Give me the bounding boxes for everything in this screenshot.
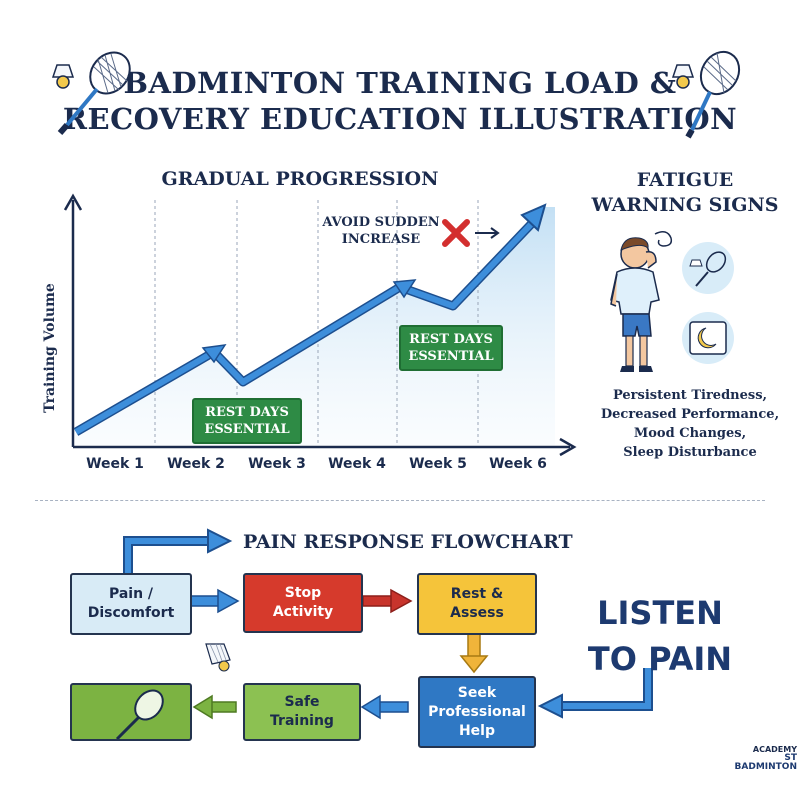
rest-days-note-1: REST DAYS ESSENTIAL <box>192 398 302 444</box>
listen-line: TO PAIN <box>587 640 733 678</box>
rest-note-line: ESSENTIAL <box>204 422 290 437</box>
fatigue-heading: FATIGUE WARNING SIGNS <box>575 168 795 218</box>
avoid-sudden-note: AVOID SUDDEN INCREASE <box>322 214 440 248</box>
rest-note-line: REST DAYS <box>409 332 493 347</box>
listen-to-pain-text: LISTEN TO PAIN <box>560 590 760 682</box>
logo-top-text: ACADEMY <box>752 745 797 754</box>
x-axis-arrow <box>559 437 577 457</box>
week-label: Week 2 <box>167 456 225 472</box>
y-axis-arrow <box>63 193 83 211</box>
safe-training-box: Safe Training <box>243 683 361 741</box>
volume-area <box>75 207 555 445</box>
fatigue-heading-line: WARNING SIGNS <box>591 194 779 216</box>
progression-arrowhead <box>520 203 547 232</box>
avoid-note-line: AVOID SUDDEN <box>322 215 440 230</box>
week-label: Week 4 <box>328 456 386 472</box>
avoid-x-icon <box>442 219 470 247</box>
rest-note-line: ESSENTIAL <box>408 349 494 364</box>
week-label: Week 1 <box>86 456 144 472</box>
box-line: Pain / <box>108 586 154 602</box>
rest-assess-box: Rest & Assess <box>417 573 537 635</box>
week-label: Week 6 <box>489 456 547 472</box>
box-line: Rest & <box>450 586 504 602</box>
racket-badge-icon <box>682 242 734 294</box>
racket-shuttle-left-icon <box>51 51 131 135</box>
fatigue-sign: Decreased Performance, <box>600 407 780 422</box>
stop-activity-box: Stop Activity <box>243 573 363 633</box>
pain-discomfort-box: Pain / Discomfort <box>70 573 192 635</box>
box-line: Stop <box>284 585 322 601</box>
avoid-arrow-icon <box>475 227 500 239</box>
racket-shuttle-right-icon <box>671 50 741 139</box>
racket-icon <box>115 689 164 739</box>
box-line: Discomfort <box>87 605 175 621</box>
progression-heading: GRADUAL PROGRESSION <box>161 168 439 190</box>
fatigue-signs-list: Persistent Tiredness, Decreased Performa… <box>585 386 795 462</box>
week-label: Week 5 <box>409 456 467 472</box>
listen-line: LISTEN <box>597 594 723 632</box>
academy-logo: ACADEMY ST BADMINTON <box>727 745 797 772</box>
box-line: Safe <box>284 694 320 710</box>
box-line: Assess <box>450 605 504 621</box>
box-line: Activity <box>272 604 334 620</box>
avoid-note-line: INCREASE <box>341 232 421 247</box>
box-line: Help <box>458 722 496 739</box>
rest-days-note-2: REST DAYS ESSENTIAL <box>399 325 503 371</box>
grid-lines <box>154 200 479 445</box>
rest-note-line: REST DAYS <box>205 405 289 420</box>
week-label: Week 3 <box>248 456 306 472</box>
fatigue-heading-line: FATIGUE <box>636 169 734 191</box>
logo-main-text: ST BADMINTON <box>734 753 797 772</box>
fatigue-sign: Sleep Disturbance <box>623 445 757 460</box>
tired-player-illustration <box>610 231 734 372</box>
dizzy-icon <box>654 231 673 247</box>
title-line-2: RECOVERY EDUCATION ILLUSTRATION <box>62 102 738 136</box>
racket-box <box>70 683 192 741</box>
shuttlecock-icon <box>205 643 231 672</box>
fatigue-sign: Mood Changes, <box>633 426 747 441</box>
flowchart-heading: PAIN RESPONSE FLOWCHART <box>243 531 573 553</box>
box-line: Seek <box>457 684 497 701</box>
fatigue-sign: Persistent Tiredness, <box>612 388 768 403</box>
title-line-1: BADMINTON TRAINING LOAD & <box>123 66 677 100</box>
seek-professional-help-box: Seek Professional Help <box>418 676 536 748</box>
box-line: Training <box>270 713 334 729</box>
section-divider <box>35 500 765 501</box>
box-line: Professional <box>428 703 526 720</box>
